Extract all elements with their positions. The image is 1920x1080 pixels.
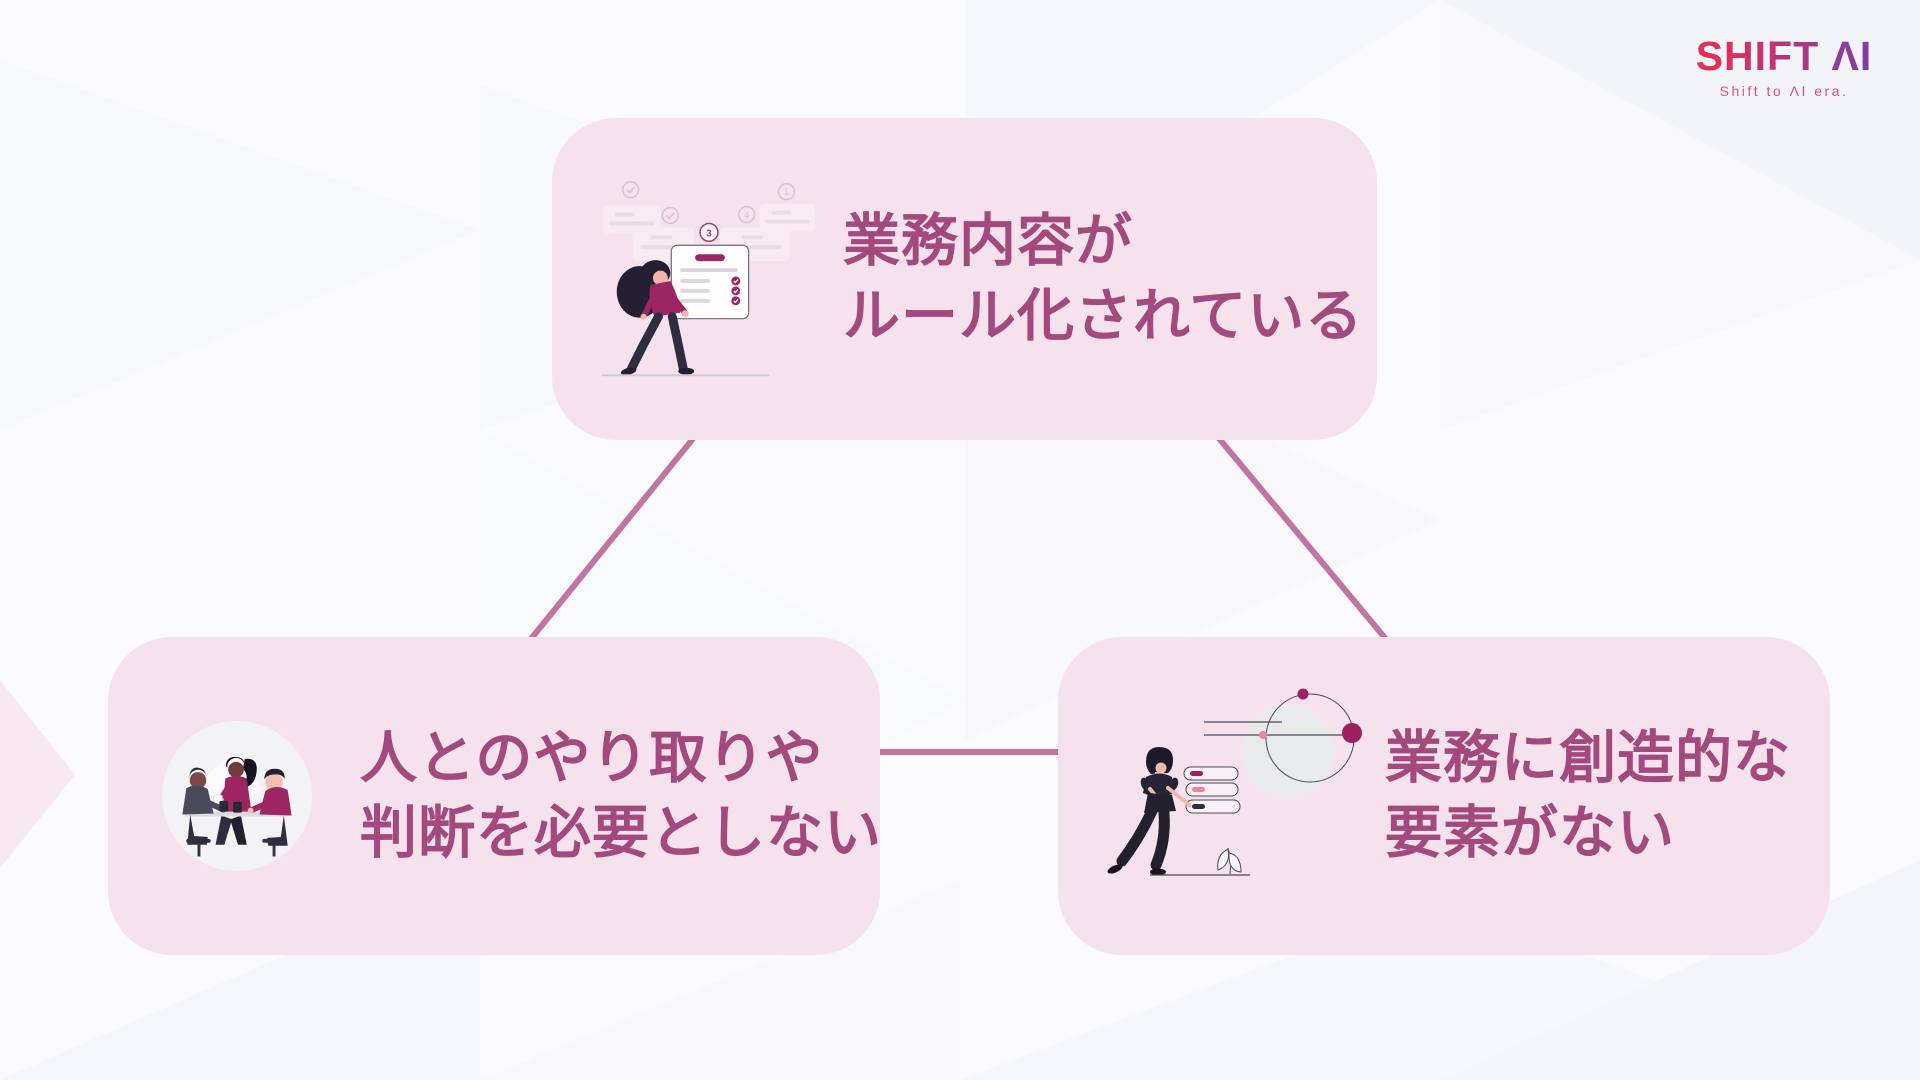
node-no-creative-elements: 業務に創造的な 要素がない [1058,637,1830,955]
brand-wordmark: SHIFT ΛI [1689,36,1879,77]
svg-text:3: 3 [706,228,712,239]
brand-tagline: Shift to ΛI era. [1689,83,1879,99]
node-heading-line1: 業務に創造的な [1385,726,1791,790]
node-heading-no-creative-elements: 業務に創造的な 要素がない [1385,721,1791,871]
woman-presenting-checklist-illustration: 4 1 3 [601,181,816,377]
node-heading-line2: 判断を必要としない [360,801,882,865]
node-heading-line2: ルール化されている [843,284,1364,348]
svg-text:4: 4 [744,210,749,220]
node-heading-line2: 要素がない [1385,801,1675,865]
woman-organizing-task-list-illustration [1107,688,1362,876]
node-heading-rule-based: 業務内容が ルール化されている [843,204,1363,354]
node-heading-no-human-interaction: 人とのやり取りや 判断を必要としない [360,721,882,871]
people-meeting-at-table-illustration [161,720,313,872]
node-heading-line1: 人とのやり取りや [360,726,824,790]
brand-logo: SHIFT ΛI Shift to ΛI era. [1689,36,1879,100]
svg-text:1: 1 [784,187,789,197]
node-rule-based-work: 4 1 3 [552,118,1377,440]
node-no-human-interaction: 人とのやり取りや 判断を必要としない [108,637,882,955]
node-heading-line1: 業務内容が [843,209,1133,273]
